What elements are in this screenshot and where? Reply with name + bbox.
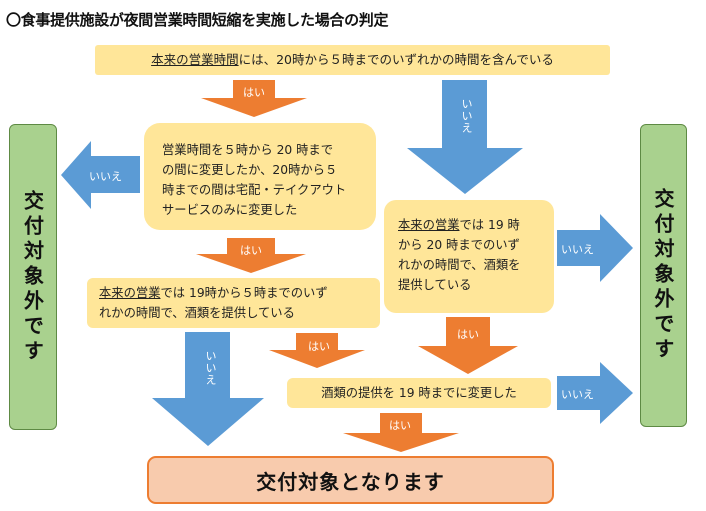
arrow-label-yes: はい xyxy=(389,419,411,432)
condition-underlined-text: 本来の営業 xyxy=(99,286,161,300)
condition-box-alcohol-until-19: 酒類の提供を 19 時までに変更した xyxy=(287,378,551,408)
outcome-eligible: 交付対象となります xyxy=(147,456,554,504)
condition-text: には、20時から５時までのいずれかの時間を含んでいる xyxy=(238,52,554,67)
yes-arrow-b-to-d xyxy=(269,333,365,368)
arrow-label-no: いいえ xyxy=(561,243,594,256)
outcome-text: 交付対象外です xyxy=(20,189,45,365)
page-title: 〇食事提供施設が夜間営業時間短縮を実施した場合の判定 xyxy=(6,11,389,29)
arrow-label-yes: はい xyxy=(240,244,262,257)
condition-text: では 19時から５時までのいず xyxy=(160,286,328,300)
condition-line: 時までの間は宅配・テイクアウト xyxy=(162,183,347,197)
arrow-label-no: いいえ xyxy=(89,170,122,183)
no-arrow-b-to-result xyxy=(152,332,264,446)
no-arrow-top-to-c xyxy=(407,80,523,194)
outcome-not-eligible-left: 交付対象外です xyxy=(9,124,57,430)
condition-line: から 20 時までのいず xyxy=(398,238,520,252)
condition-line: 本来の営業では 19時から５時までのいず xyxy=(99,283,380,303)
yes-arrow-c-to-d xyxy=(418,317,518,374)
arrow-label-yes: はい xyxy=(308,340,330,353)
arrow-label-no: いいえ xyxy=(460,98,473,134)
condition-underlined-text: 本来の営業 xyxy=(398,218,460,232)
condition-line: サービスのみに変更した xyxy=(162,203,298,217)
condition-underlined-text: 本来の営業時間 xyxy=(151,52,239,67)
condition-line: の間に変更したか、20時から５ xyxy=(162,163,338,177)
condition-box-alcohol-19-to-20: 本来の営業では 19 時 から 20 時までのいず れかの時間で、酒類を 提供し… xyxy=(384,200,554,313)
condition-line: 営業時間を５時から 20 時まで xyxy=(162,143,334,157)
yes-arrow-a-to-b xyxy=(196,238,306,273)
yes-arrow-top-to-a xyxy=(201,80,307,117)
yes-arrow-d-to-result xyxy=(343,413,459,452)
arrow-label-yes: はい xyxy=(457,328,479,341)
condition-box-original-hours: 本来の営業時間には、20時から５時までのいずれかの時間を含んでいる xyxy=(95,45,610,75)
condition-line: 本来の営業では 19 時 xyxy=(398,215,554,235)
condition-box-alcohol-19-to-5: 本来の営業では 19時から５時までのいず れかの時間で、酒類を提供している xyxy=(87,278,380,328)
no-arrow-d-to-right xyxy=(557,362,633,424)
condition-line: 提供している xyxy=(398,278,472,292)
arrow-label-yes: はい xyxy=(243,86,265,99)
arrow-label-no: いいえ xyxy=(204,350,217,386)
outcome-text: 交付対象外です xyxy=(651,188,675,363)
arrow-label-no: いいえ xyxy=(561,388,594,401)
condition-line: れかの時間で、酒類を提供している xyxy=(99,306,295,320)
condition-line: れかの時間で、酒類を xyxy=(398,258,521,272)
condition-box-hours-changed: 営業時間を５時から 20 時まで の間に変更したか、20時から５ 時までの間は宅… xyxy=(144,123,376,230)
no-arrow-a-to-left xyxy=(61,141,140,209)
condition-text: では 19 時 xyxy=(459,218,520,232)
outcome-not-eligible-right: 交付対象外です xyxy=(640,124,687,427)
no-arrow-c-to-right xyxy=(557,214,633,282)
